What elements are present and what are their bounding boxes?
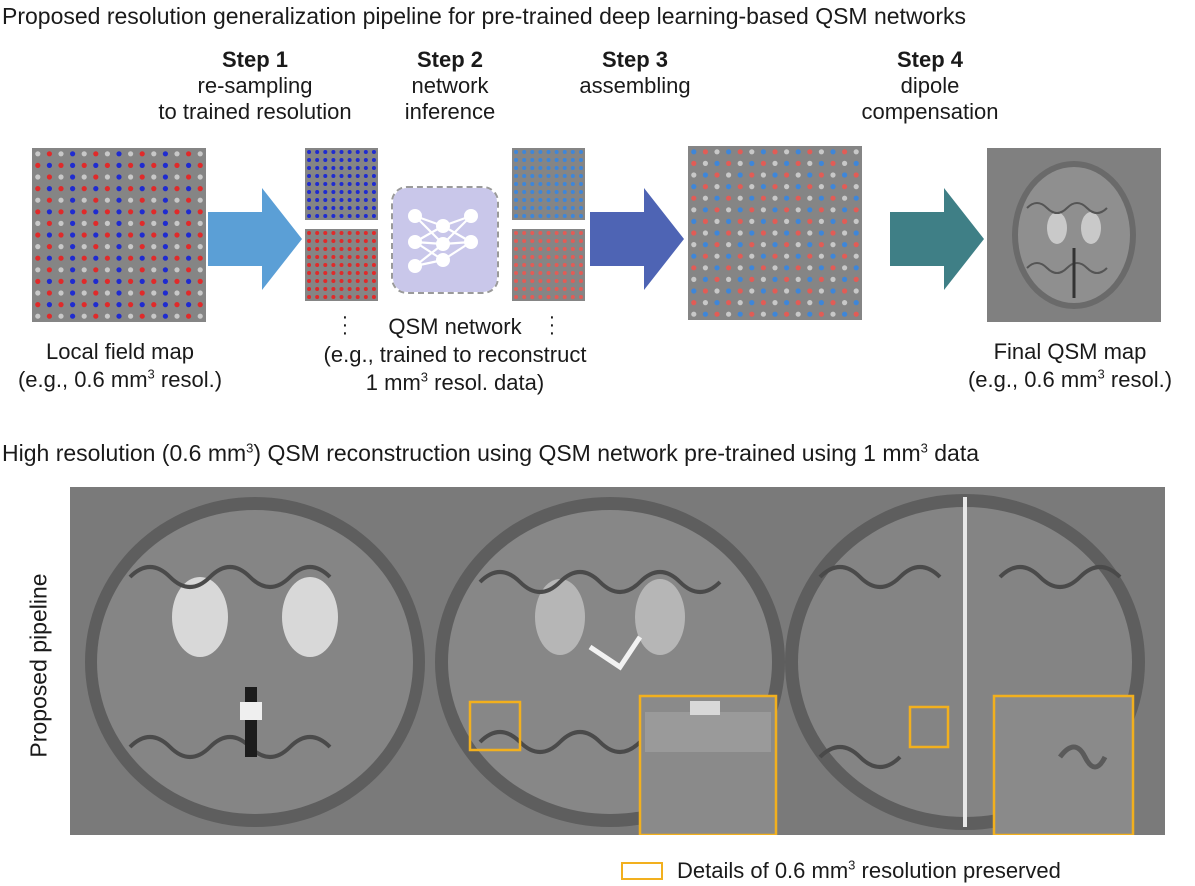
qsm-results-strip bbox=[70, 487, 1165, 835]
step-1-desc-line2: to trained resolution bbox=[158, 99, 352, 124]
brain-slice-2 bbox=[435, 497, 785, 835]
inferred-blue-dot-grid bbox=[514, 150, 583, 218]
step-1-label: Step 1 bbox=[221, 47, 289, 72]
step-2-desc-line2: inference bbox=[404, 99, 496, 124]
final-qsm-caption-line1: Final QSM map bbox=[993, 339, 1147, 364]
qsm-network-caption-line3: 1 mm3 resol. data) bbox=[365, 369, 545, 395]
step-1-desc-line1: re-sampling bbox=[197, 73, 313, 98]
step-4-desc-line1: dipole bbox=[900, 73, 960, 98]
local-field-map-panel bbox=[32, 148, 206, 322]
ellipsis-right-icon: ··· bbox=[548, 306, 556, 344]
qsm-network-caption: QSM network (e.g., trained to reconstruc… bbox=[290, 313, 620, 397]
final-qsm-map bbox=[987, 148, 1161, 322]
resampled-panel-red bbox=[305, 229, 378, 301]
step-2-header: Step 2 network inference bbox=[380, 47, 520, 125]
step-3-label: Step 3 bbox=[601, 47, 669, 72]
step-3-header: Step 3 assembling bbox=[560, 47, 710, 99]
assembled-dot-grid bbox=[691, 149, 859, 317]
pipeline-title: Proposed resolution generalization pipel… bbox=[2, 3, 967, 29]
legend-text: Details of 0.6 mm3 resolution preserved bbox=[677, 857, 1061, 883]
local-field-caption-line1: Local field map bbox=[46, 339, 194, 364]
step-3-desc-line1: assembling bbox=[579, 73, 691, 98]
final-qsm-caption: Final QSM map (e.g., 0.6 mm3 resol.) bbox=[945, 338, 1195, 394]
row-label: Proposed pipeline bbox=[25, 572, 52, 758]
neural-network-icon bbox=[393, 188, 497, 292]
inferred-panel-red bbox=[512, 229, 585, 301]
local-field-dot-grid bbox=[35, 151, 203, 319]
step-1-header: Step 1 re-sampling to trained resolution bbox=[150, 47, 360, 125]
resampled-blue-dot-grid bbox=[307, 150, 376, 218]
legend-highlight-box-icon bbox=[621, 862, 663, 880]
arrow-step-1-icon bbox=[208, 188, 302, 290]
step-4-desc-line2: compensation bbox=[861, 99, 999, 124]
ellipsis-left-icon: ··· bbox=[341, 306, 349, 344]
inferred-panel-blue bbox=[512, 148, 585, 220]
local-field-caption: Local field map (e.g., 0.6 mm3 resol.) bbox=[0, 338, 240, 394]
resampled-panel-blue bbox=[305, 148, 378, 220]
qsm-brain-slices-image bbox=[85, 494, 1145, 835]
results-title: High resolution (0.6 mm3) QSM reconstruc… bbox=[2, 440, 980, 466]
inferred-red-dot-grid bbox=[514, 231, 583, 299]
brain-slice-1 bbox=[85, 497, 425, 827]
legend: Details of 0.6 mm3 resolution preserved bbox=[621, 858, 1061, 884]
assembled-panel bbox=[688, 146, 862, 320]
arrow-step-4-icon bbox=[890, 188, 984, 290]
brain-slice-3 bbox=[785, 494, 1145, 835]
final-qsm-brain-image bbox=[1012, 161, 1136, 309]
step-2-desc-line1: network bbox=[411, 73, 489, 98]
arrow-step-3-icon bbox=[590, 188, 684, 290]
step-4-header: Step 4 dipole compensation bbox=[840, 47, 1020, 125]
final-qsm-caption-line2: (e.g., 0.6 mm3 resol.) bbox=[967, 366, 1173, 392]
qsm-network-block bbox=[391, 186, 499, 294]
local-field-caption-line2: (e.g., 0.6 mm3 resol.) bbox=[17, 366, 223, 392]
qsm-network-caption-line1: QSM network bbox=[388, 314, 522, 339]
step-4-label: Step 4 bbox=[896, 47, 964, 72]
qsm-network-caption-line2: (e.g., trained to reconstruct bbox=[323, 342, 587, 367]
resampled-red-dot-grid bbox=[307, 231, 376, 299]
step-2-label: Step 2 bbox=[416, 47, 484, 72]
